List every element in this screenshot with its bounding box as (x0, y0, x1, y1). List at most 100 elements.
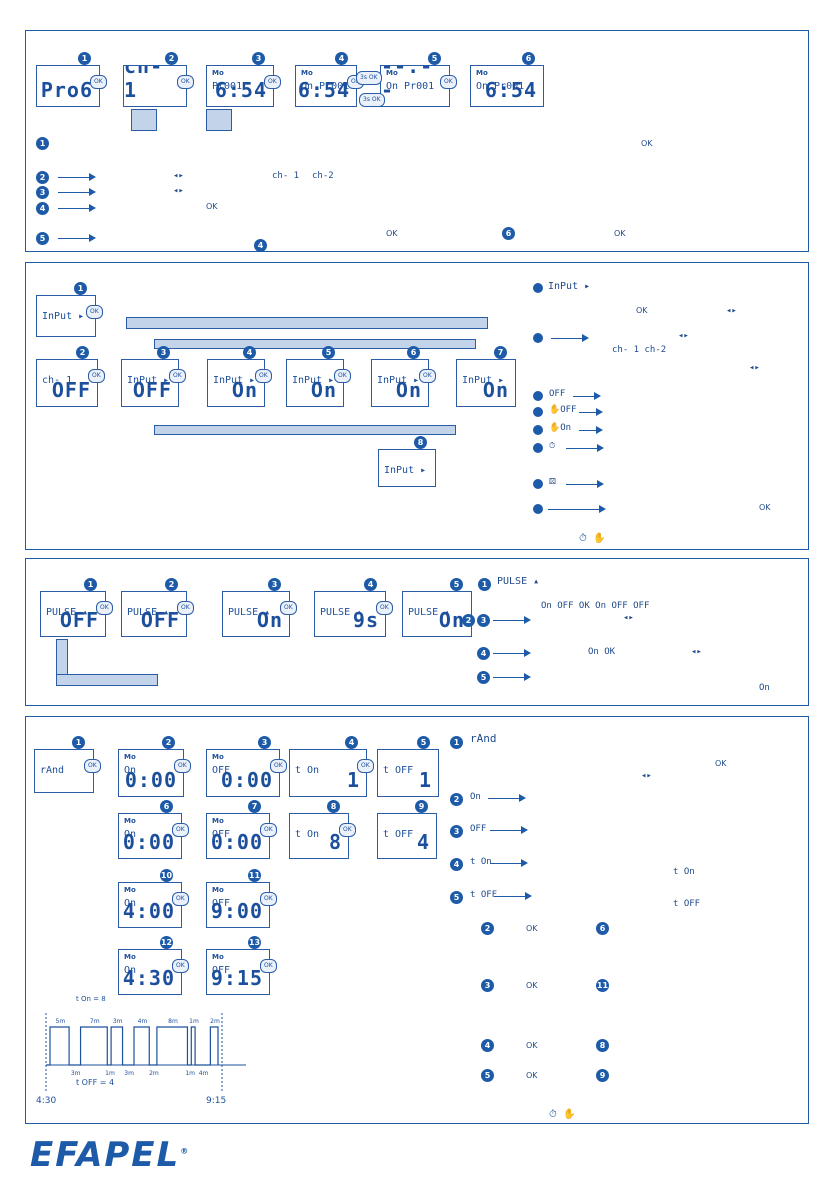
note-5-ok-b: OK (614, 229, 626, 238)
timing-off-label: 1m (105, 1070, 115, 1077)
input-ok-button[interactable]: OK (255, 369, 272, 383)
pulse-screen-value: On (438, 608, 465, 632)
input-screen-3: InPut ▸OFF (121, 359, 179, 407)
rand-screen-value: 4:00 (122, 899, 175, 923)
timing-on-label: 1m (189, 1018, 199, 1025)
rand-note-2: 2 (450, 793, 463, 806)
pulse-23-arrow (493, 616, 531, 624)
pulse-ok-button[interactable]: OK (177, 601, 194, 615)
prog-ok-button[interactable]: OK (177, 75, 194, 89)
input-ok-button[interactable]: OK (86, 305, 103, 319)
left-right-icon: ◂▸ (623, 613, 634, 623)
note-number-3: 3 (36, 186, 49, 199)
prog-screen-value: --:-- (381, 65, 434, 102)
timing-on-label: 4m (138, 1018, 148, 1025)
loop-track-bottom (56, 674, 158, 686)
prog-step-1: 1 (78, 52, 91, 65)
note-5-ok-a: OK (386, 229, 398, 238)
rand-ok-button[interactable]: OK (260, 959, 277, 973)
prog-screen-day: Mo (212, 69, 224, 77)
pulse-step-1: 1 (84, 578, 97, 591)
pulse-screen-value: On (256, 608, 283, 632)
pulse-ok-button[interactable]: OK (96, 601, 113, 615)
rand-ok-button[interactable]: OK (84, 759, 101, 773)
rand-ok-button[interactable]: OK (260, 823, 277, 837)
prog-ok-button[interactable]: OK (264, 75, 281, 89)
pulse-screen-3: PULSE ▴On (222, 591, 290, 637)
note-2-ch1: ch- 1 (272, 171, 300, 181)
legend-channels: ch- 1 ch-2 (612, 345, 667, 355)
timing-toff-label: t OFF = 4 (76, 1078, 114, 1087)
loop-track-inner (154, 339, 476, 349)
prog-screen-mode: Pr001 (212, 81, 243, 92)
pulse-ok-button[interactable]: OK (376, 601, 393, 615)
rand-screen-mode: t OFF (383, 765, 414, 776)
input-step-6: 6 (407, 346, 420, 359)
pulse-step-2: 2 (165, 578, 178, 591)
input-screen-mode: ch- 1 (42, 375, 73, 386)
rand-ok-button[interactable]: OK (172, 823, 189, 837)
prog-screen-value: ch- 1 (124, 65, 164, 102)
legend-pulse: PULSE ▴ (497, 576, 540, 587)
legend-rand-ton: t On (470, 857, 492, 867)
pulse-note-5: 5 (477, 671, 490, 684)
legend-manual-on-arrow (579, 426, 603, 434)
rand-substep-ok: OK (526, 981, 538, 990)
rand-ok-button[interactable]: OK (339, 823, 356, 837)
rand-step-1: 1 (72, 736, 85, 749)
note-5-arrow (58, 234, 96, 242)
input-ok-button[interactable]: OK (88, 369, 105, 383)
input-ok-button[interactable]: OK (334, 369, 351, 383)
rand-ok-button[interactable]: OK (174, 759, 191, 773)
rand-ok-button[interactable]: OK (260, 892, 277, 906)
timing-on-label: 7m (90, 1018, 100, 1025)
input-step-3: 3 (157, 346, 170, 359)
rand-substep-ok: OK (526, 1071, 538, 1080)
pulse-screen-2: PULSE ▴OFF (121, 591, 187, 637)
input-ok-button[interactable]: OK (419, 369, 436, 383)
finger-press-1 (131, 109, 157, 131)
rand-ok-button[interactable]: OK (172, 959, 189, 973)
rand-screen-mode: t On (295, 829, 320, 840)
prog-screen-value: 6:54 (297, 78, 350, 102)
note-number-4: 4 (36, 202, 49, 215)
input-screen-mode: InPut ▸ (213, 375, 256, 386)
rand-ok-button[interactable]: OK (270, 759, 287, 773)
input-screen-5: InPut ▸On (286, 359, 344, 407)
rand-ok-button[interactable]: OK (172, 892, 189, 906)
input-step-4: 4 (243, 346, 256, 359)
prog-screen-value: 6:54 (484, 78, 537, 102)
input-ok-button[interactable]: OK (169, 369, 186, 383)
left-right-icon: ◂▸ (749, 363, 760, 373)
pulse-screen-1: PULSE ▴OFF (40, 591, 106, 637)
prog-ok-button[interactable]: OK (90, 75, 107, 89)
rand-substep-ref-9: 9 (596, 1069, 609, 1082)
rand-ok-button[interactable]: OK (357, 759, 374, 773)
legend-rand-off: OFF (470, 824, 487, 834)
prog-step-4: 4 (335, 52, 348, 65)
input-screen-value: On (395, 378, 422, 402)
rand-step-2: 2 (162, 736, 175, 749)
pulse-ok-button[interactable]: OK (280, 601, 297, 615)
rand-4-arrow (490, 859, 528, 867)
input-screen-mode: InPut ▸ (377, 375, 420, 386)
input-screen-value: On (310, 378, 337, 402)
note-1-ok: OK (641, 139, 653, 148)
legend-off-arrow (573, 392, 601, 400)
prog-screen-value: 6:54 (214, 78, 267, 102)
input-step-2: 2 (76, 346, 89, 359)
hold-3s-button[interactable]: 3s OK (356, 71, 382, 85)
prog-ok-button[interactable]: OK (440, 75, 457, 89)
rand-step-11: 11 (248, 869, 261, 882)
legend-dot-1 (533, 283, 543, 293)
hold-3s-back-button[interactable]: 3s OK (359, 93, 385, 107)
input-screen-value: On (231, 378, 258, 402)
